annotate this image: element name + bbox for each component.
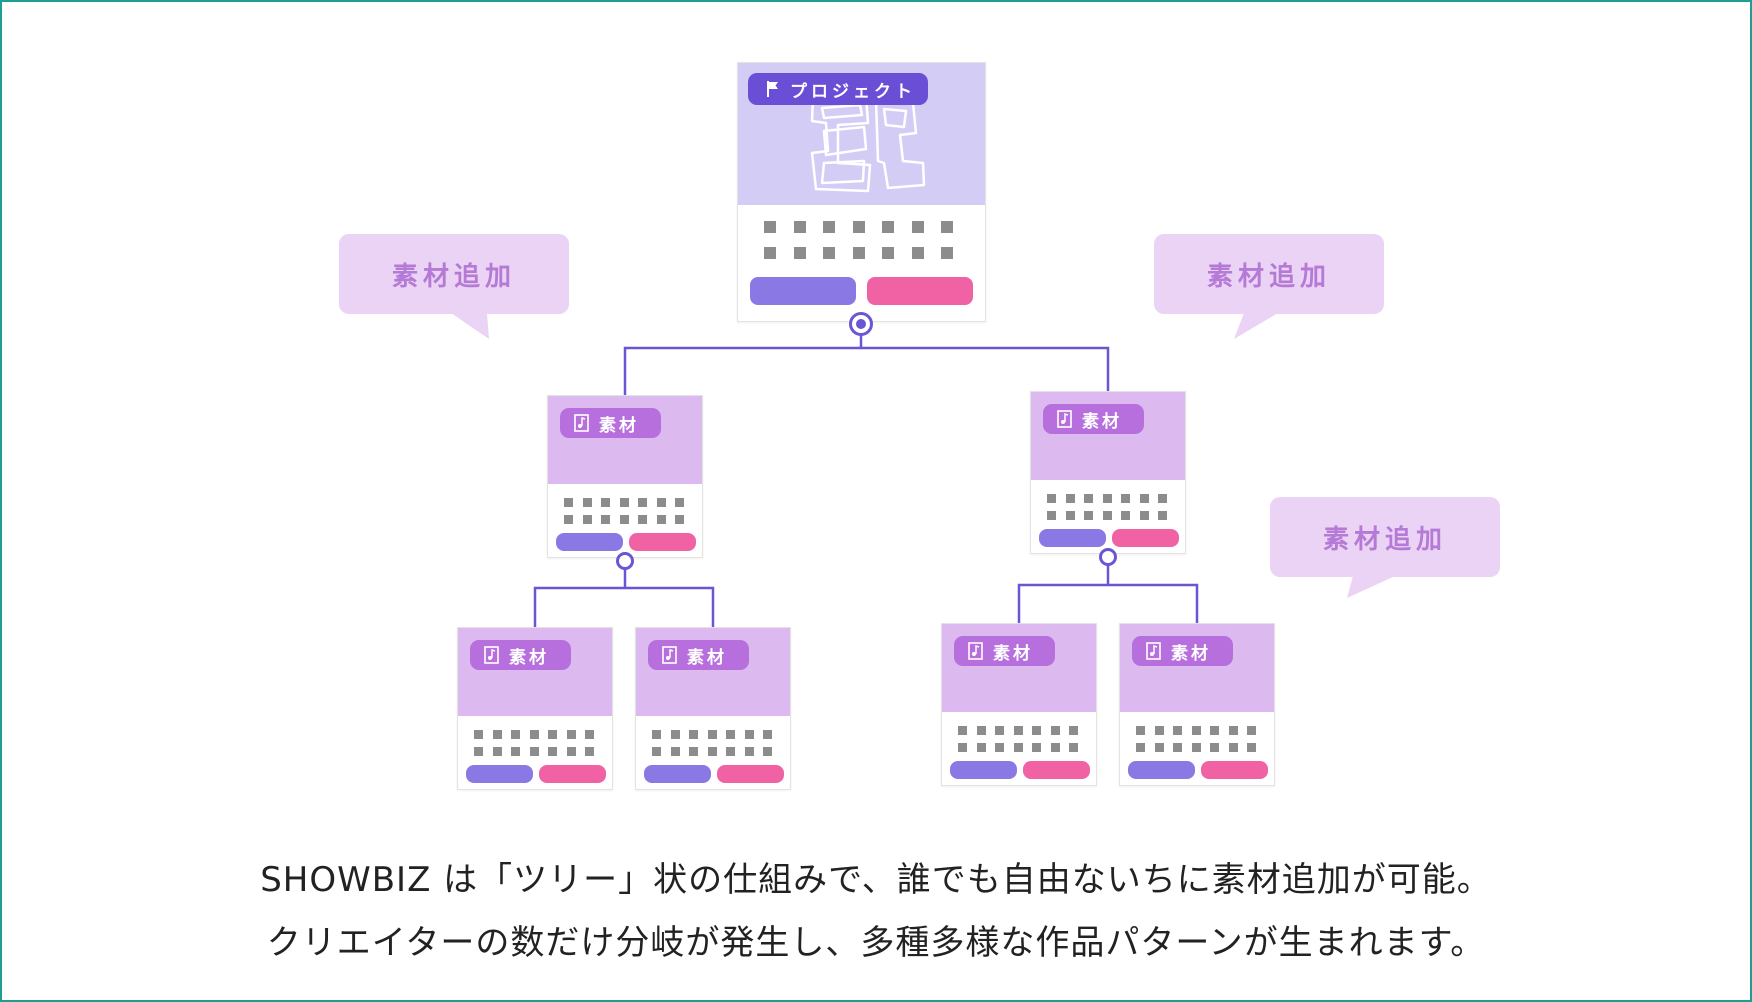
bubble-text: 素材追加: [391, 261, 516, 292]
material-meta-dots: [1136, 726, 1256, 752]
caption-line-1: SHOWBIZ は「ツリー」状の仕組みで、誰でも自由ないちに素材追加が可能。: [260, 860, 1492, 900]
music-file-icon: [574, 414, 589, 432]
flag-icon: [767, 81, 778, 97]
material-meta-dots: [1047, 494, 1167, 520]
material-secondary-button[interactable]: [539, 765, 606, 783]
music-file-icon: [484, 646, 499, 664]
material-card-level2-c[interactable]: 素材: [941, 623, 1097, 786]
project-card[interactable]: プロジェクト: [737, 62, 986, 322]
material-branch-node-right: [1099, 548, 1117, 566]
material-label: 素材: [1171, 643, 1211, 664]
add-material-bubble-right: 素材追加: [1154, 234, 1384, 339]
material-badge: 素材: [954, 636, 1055, 666]
bubble-tail: [1347, 576, 1395, 598]
connector-right: [1017, 558, 1199, 623]
material-secondary-button[interactable]: [1201, 761, 1268, 779]
material-label: 素材: [1082, 411, 1122, 432]
material-label: 素材: [509, 647, 549, 668]
add-material-bubble-lower-right: 素材追加: [1270, 497, 1500, 598]
material-primary-button[interactable]: [644, 765, 711, 783]
material-primary-button[interactable]: [1128, 761, 1195, 779]
project-secondary-button[interactable]: [867, 277, 973, 305]
puzzle-sketch-icon: [810, 94, 926, 193]
project-badge: プロジェクト: [748, 73, 928, 105]
project-label: プロジェクト: [790, 81, 916, 102]
material-primary-button[interactable]: [1039, 529, 1106, 547]
project-branch-node: [849, 312, 873, 336]
material-secondary-button[interactable]: [629, 533, 696, 551]
project-primary-button[interactable]: [750, 277, 856, 305]
material-badge: 素材: [470, 640, 571, 670]
material-badge: 素材: [1132, 636, 1233, 666]
material-label: 素材: [599, 415, 639, 436]
material-meta-dots: [564, 498, 684, 524]
add-material-bubble-left: 素材追加: [339, 234, 569, 339]
music-file-icon: [1057, 410, 1072, 428]
bubble-tail: [451, 313, 489, 339]
material-card-level2-d[interactable]: 素材: [1119, 623, 1275, 786]
material-primary-button[interactable]: [556, 533, 623, 551]
material-secondary-button[interactable]: [1112, 529, 1179, 547]
material-card-level2-b[interactable]: 素材: [635, 627, 791, 790]
bubble-text: 素材追加: [1206, 261, 1331, 292]
material-secondary-button[interactable]: [1023, 761, 1090, 779]
material-card-level2-a[interactable]: 素材: [457, 627, 613, 790]
music-file-icon: [1146, 642, 1161, 660]
material-secondary-button[interactable]: [717, 765, 784, 783]
material-label: 素材: [687, 647, 727, 668]
music-file-icon: [968, 642, 983, 660]
bubble-tail: [1234, 313, 1278, 339]
material-label: 素材: [993, 643, 1033, 664]
caption-line-2: クリエイターの数だけ分岐が発生し、多種多様な作品パターンが生まれます。: [266, 923, 1486, 963]
material-primary-button[interactable]: [950, 761, 1017, 779]
music-file-icon: [662, 646, 677, 664]
connector-left: [533, 562, 715, 627]
material-badge: 素材: [560, 408, 661, 438]
material-branch-node-left: [616, 552, 634, 570]
bubble-text: 素材追加: [1322, 524, 1447, 555]
material-primary-button[interactable]: [466, 765, 533, 783]
material-meta-dots: [652, 730, 772, 756]
project-meta-dots: [764, 221, 953, 259]
material-card-level1-left[interactable]: 素材: [547, 395, 703, 558]
material-badge: 素材: [1043, 404, 1144, 434]
material-badge: 素材: [648, 640, 749, 670]
material-card-level1-right[interactable]: 素材: [1030, 391, 1186, 554]
material-meta-dots: [474, 730, 594, 756]
material-meta-dots: [958, 726, 1078, 752]
